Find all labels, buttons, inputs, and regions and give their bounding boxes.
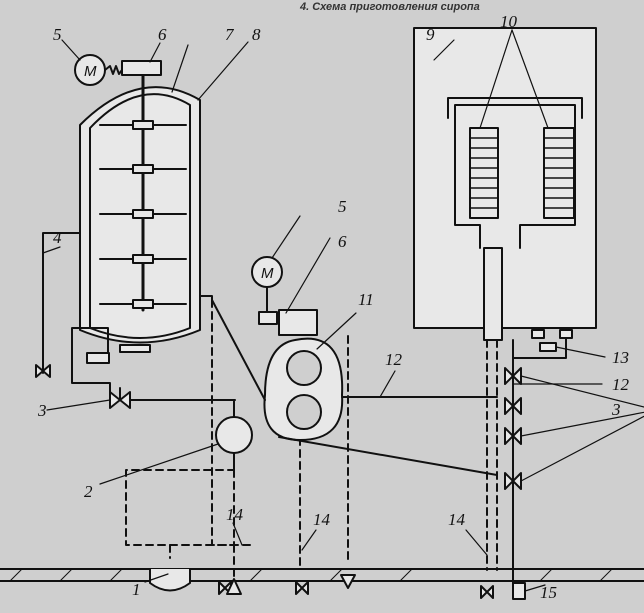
label-2: 2 <box>84 482 93 501</box>
leader-lines <box>42 29 644 592</box>
label-12-right: 12 <box>612 375 630 394</box>
label-3-right: 3 <box>611 400 621 419</box>
floor-line <box>0 568 644 582</box>
label-12-mid: 12 <box>385 350 403 369</box>
label-1: 1 <box>132 580 141 599</box>
valve-3-left <box>109 387 131 409</box>
label-14-c: 14 <box>448 510 466 529</box>
gear-pump <box>263 337 344 441</box>
drain-lines <box>125 299 498 586</box>
label-6-top: 6 <box>158 25 167 44</box>
label-15: 15 <box>540 583 557 602</box>
label-10: 10 <box>500 12 518 31</box>
label-8: 8 <box>252 25 261 44</box>
drain-valve-left <box>35 364 51 378</box>
heat-exchanger-cabinet <box>413 27 597 352</box>
drain-pit <box>149 568 191 592</box>
label-4: 4 <box>53 228 62 247</box>
motor-letter-pump: M <box>261 265 274 282</box>
pump-inlet-pipe <box>199 295 266 401</box>
label-6-pump: 6 <box>338 232 347 251</box>
label-3-left: 3 <box>37 401 47 420</box>
steam-pipe <box>42 232 81 374</box>
motor-letter-top: M <box>84 63 97 80</box>
label-7: 7 <box>225 25 235 44</box>
filter <box>215 399 253 471</box>
label-11: 11 <box>358 290 374 309</box>
pump-motor <box>251 256 318 336</box>
vessel-outlet-pipe <box>71 327 111 393</box>
valves-3-right <box>504 367 522 490</box>
label-14-a: 14 <box>226 505 244 524</box>
agitator-paddles <box>99 120 187 309</box>
label-13: 13 <box>612 348 629 367</box>
label-5-pump: 5 <box>338 197 347 216</box>
return-pipe <box>278 436 498 476</box>
label-9: 9 <box>426 25 435 44</box>
page-header: 4. Схема приготовления сиропа <box>300 1 480 13</box>
agitator-motor <box>74 54 162 86</box>
right-branch-pipe <box>512 337 567 359</box>
syrup-boiler-vessel <box>79 70 201 364</box>
floor-valves <box>218 574 526 600</box>
label-5-top: 5 <box>53 25 62 44</box>
label-14-b: 14 <box>313 510 331 529</box>
number-labels: 5 6 7 8 4 5 6 11 12 3 2 1 14 14 14 9 10 … <box>37 12 630 602</box>
